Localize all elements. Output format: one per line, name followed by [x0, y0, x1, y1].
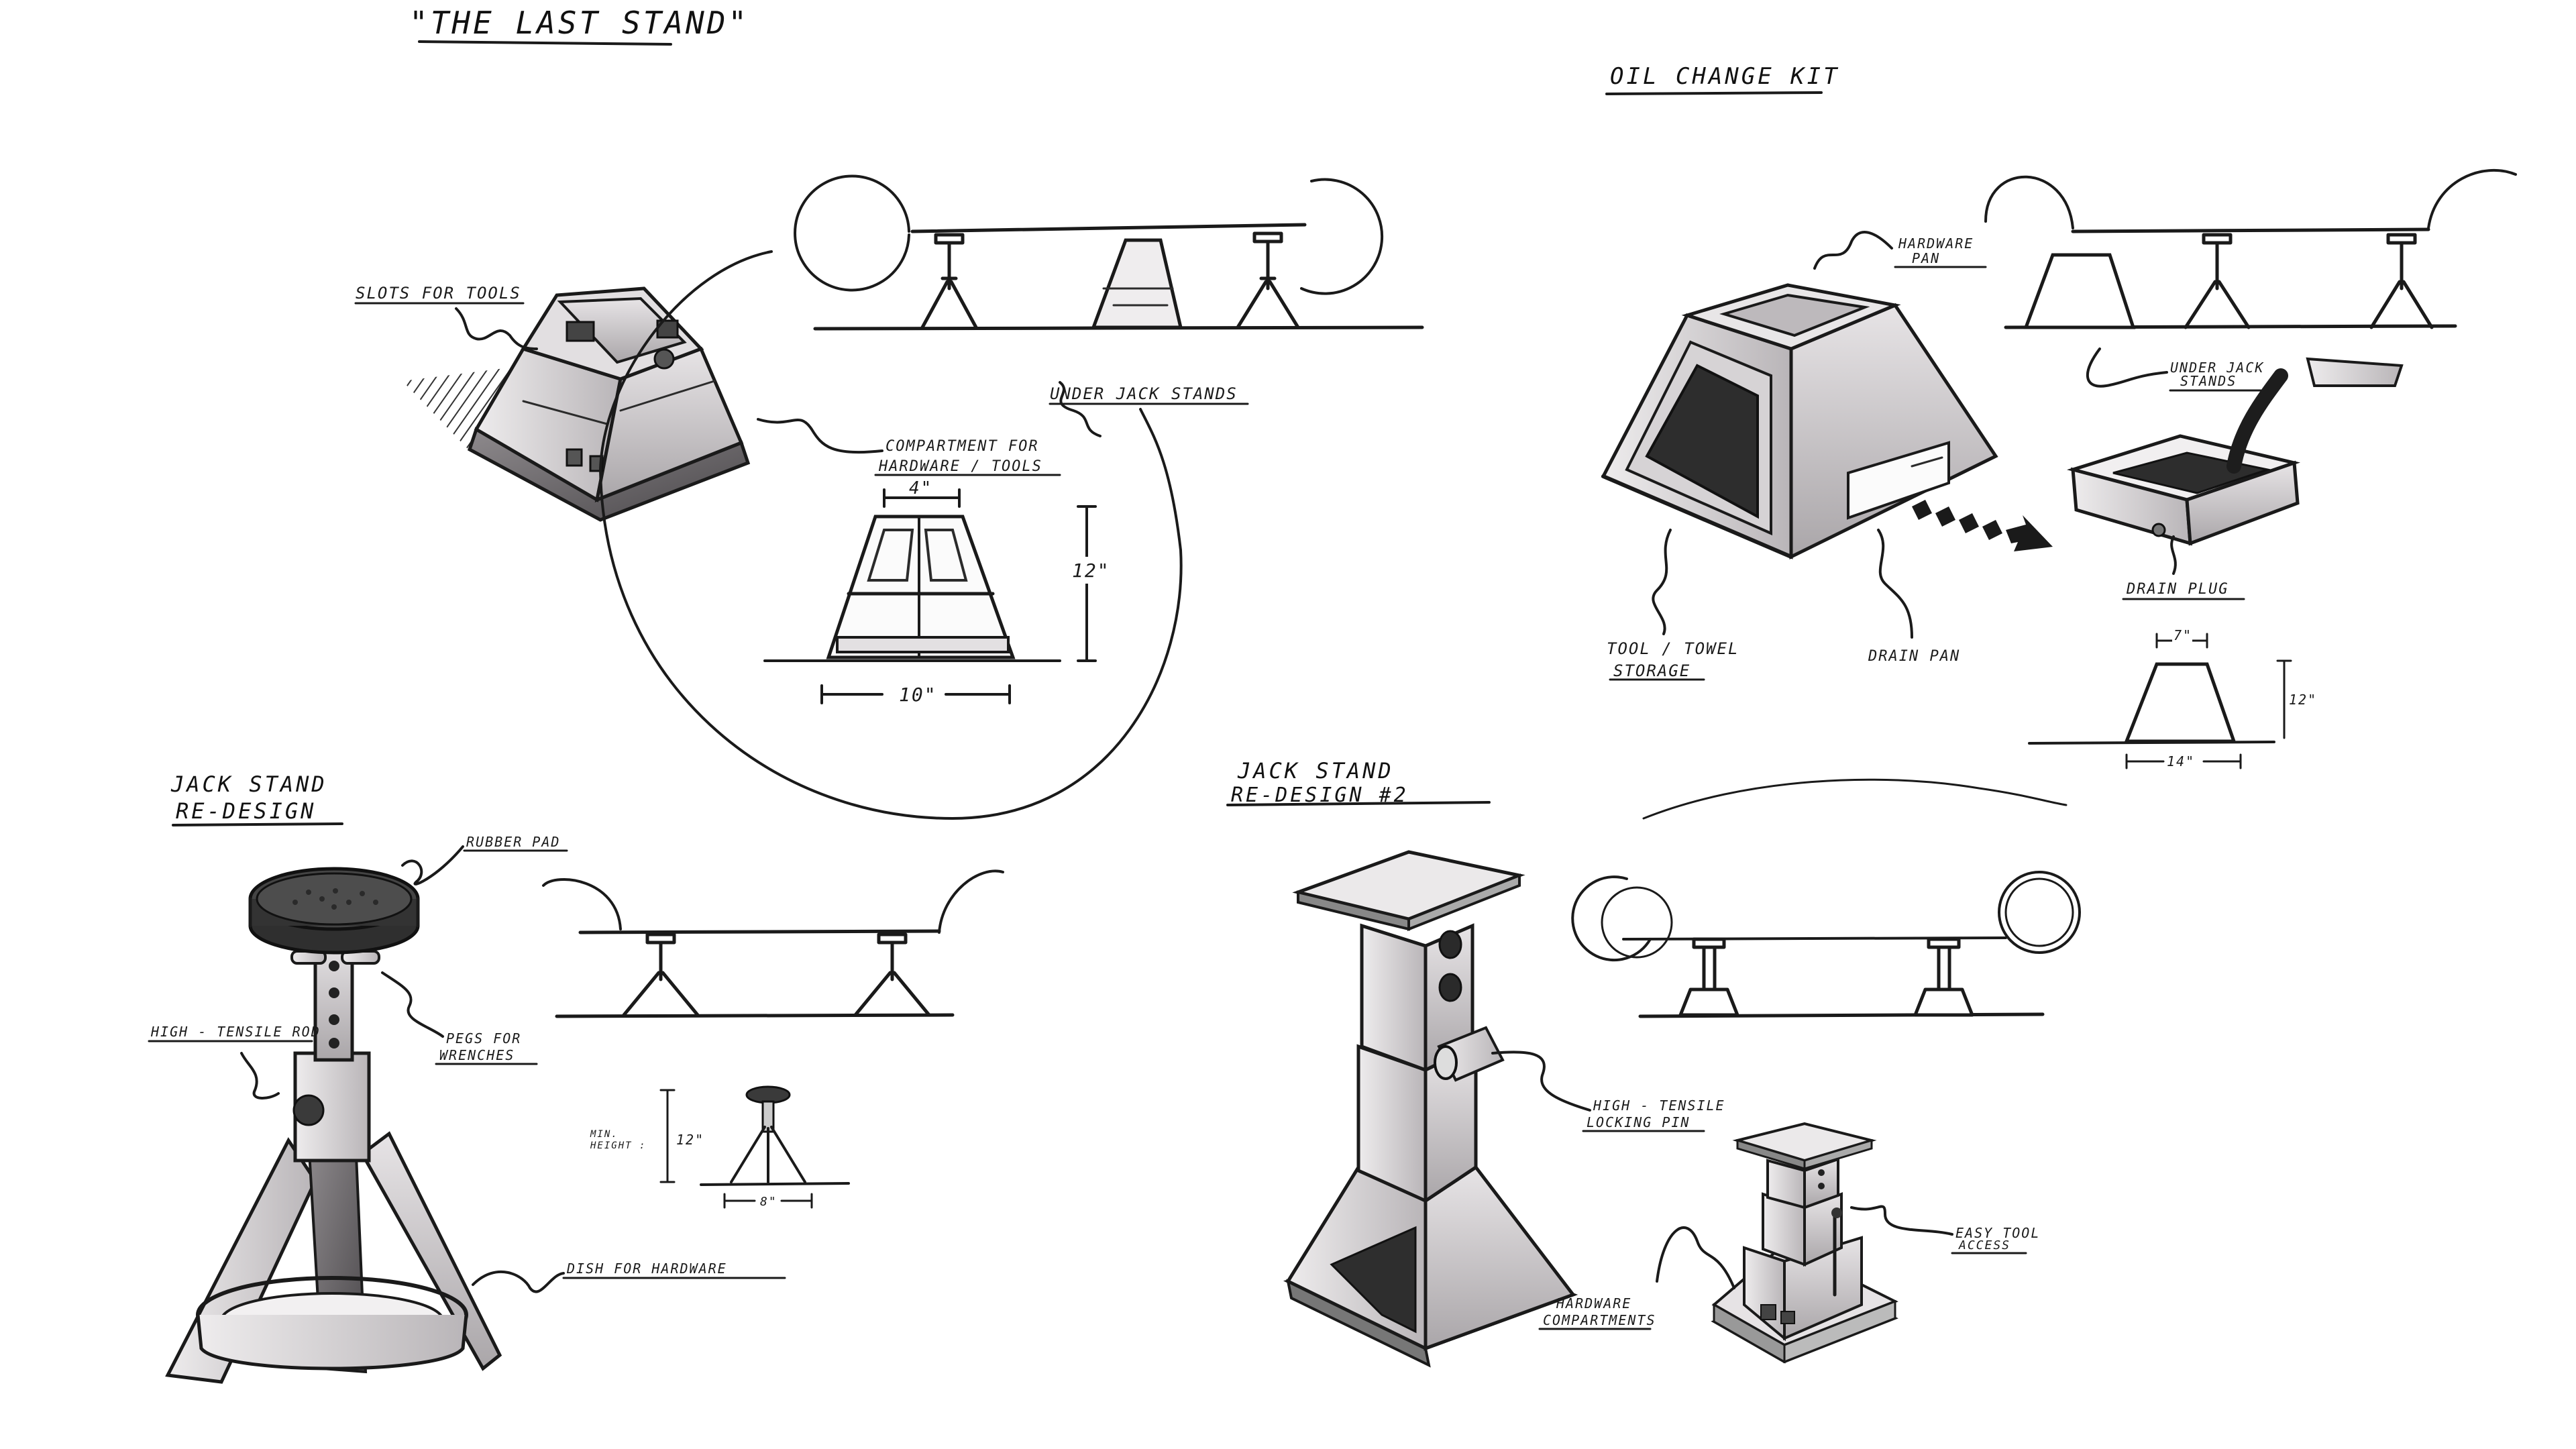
label-drain-plug: DRAIN PLUG: [2126, 581, 2229, 598]
dim-oil-height: 12": [2289, 692, 2317, 708]
dim-last-stand-bottom: 10": [899, 684, 937, 706]
drain-pan-render: [2066, 357, 2404, 546]
jack-stand-2-small-render: [1711, 1122, 1898, 1364]
last-stand-annotations: SLOTS FOR TOOLS UNDER JACK STANDS COMPAR…: [354, 284, 1249, 476]
jack1-title-line2: RE-DESIGN: [176, 798, 316, 824]
label-drain-pan: DRAIN PAN: [1868, 648, 1960, 665]
label-pegs-line1: PEGS FOR: [446, 1030, 521, 1046]
label-locking-pin-line1: HIGH - TENSILE: [1593, 1097, 1725, 1114]
jack-stand-1-dimension-view: 12" MIN. HEIGHT : 8": [590, 1085, 850, 1209]
jack-redesign-title: JACK STAND RE-DESIGN: [170, 771, 343, 826]
label-hw-comp-line1: HARDWARE: [1556, 1295, 1631, 1311]
dim-last-stand-height: 12": [1072, 559, 1110, 582]
dim-oil-top: 7": [2174, 627, 2192, 643]
jack-stand-1-car-view: [542, 869, 1004, 1018]
label-min-height-line2: HEIGHT :: [590, 1140, 646, 1151]
label-tool-towel-line1: TOOL / TOWEL: [1607, 639, 1739, 658]
oil-kit-title: OIL CHANGE KIT: [1605, 63, 1840, 95]
oil-kit-3d-render: [1601, 283, 2053, 560]
oil-kit-annotations: HARDWARE PAN UNDER JACK STANDS TOOL / TO…: [1607, 231, 2264, 681]
label-high-tensile-rod: HIGH - TENSILE ROD: [150, 1024, 321, 1040]
dim-oil-bottom: 14": [2167, 753, 2195, 769]
jack-stand-2-car-view: [1571, 778, 2081, 1018]
label-rubber-pad: RUBBER PAD: [466, 834, 560, 850]
jack-stand-1-render: [165, 867, 502, 1384]
jack-stand-1-annotations: RUBBER PAD HIGH - TENSILE ROD PEGS FOR W…: [148, 834, 786, 1293]
dim-last-stand-top: 4": [909, 478, 932, 498]
jack-stand-2-annotations: HIGH - TENSILE LOCKING PIN EASY TOOL ACC…: [1491, 1051, 2040, 1330]
last-stand-orthographic: 4" 12" 10": [763, 478, 1110, 706]
main-title-text: "THE LAST STAND": [409, 5, 749, 41]
jack-stand-2-render: [1283, 850, 1578, 1368]
dim-jack-base: 8": [760, 1195, 777, 1209]
last-stand-car-view: [794, 174, 1424, 331]
jack-redesign-2-title: JACK STAND RE-DESIGN #2: [1226, 758, 1491, 807]
label-hardware-pan-line1: HARDWARE: [1898, 235, 1974, 252]
label-easy-tool-line1: EASY TOOL: [1955, 1225, 2040, 1241]
label-under-jack-stands-1: UNDER JACK STANDS: [1050, 384, 1238, 403]
label-locking-pin-line2: LOCKING PIN: [1587, 1114, 1690, 1130]
label-under-jack-2-line1: UNDER JACK: [2170, 360, 2264, 376]
label-hw-comp-line2: COMPARTMENTS: [1543, 1312, 1656, 1328]
label-dish-for-hardware: DISH FOR HARDWARE: [566, 1260, 727, 1277]
oil-kit-car-view: [1984, 168, 2517, 329]
label-min-height-line1: MIN.: [590, 1129, 619, 1140]
jack2-title-line1: JACK STAND: [1237, 758, 1394, 784]
drawer-pull-arrow: [1912, 500, 2053, 551]
label-under-jack-2-line2: STANDS: [2180, 373, 2237, 389]
main-title: "THE LAST STAND": [409, 5, 749, 46]
label-pegs-line2: WRENCHES: [439, 1047, 515, 1063]
last-stand-3d-render: [402, 286, 751, 522]
oil-kit-orthographic: 7" 12" 14": [2028, 627, 2317, 769]
jack1-title-line1: JACK STAND: [170, 771, 327, 797]
dim-jack-min-height: 12": [676, 1132, 704, 1148]
label-hardware-pan-line2: PAN: [1912, 250, 1940, 266]
label-easy-tool-line2: ACCESS: [1958, 1238, 2010, 1252]
label-tool-towel-line2: STORAGE: [1613, 661, 1690, 680]
label-slots-for-tools: SLOTS FOR TOOLS: [356, 284, 521, 303]
oil-kit-title-text: OIL CHANGE KIT: [1610, 63, 1840, 90]
label-compartment-line2: HARDWARE / TOOLS: [878, 458, 1042, 475]
last-stand-callout-circle: [599, 250, 1183, 820]
label-compartment-line1: COMPARTMENT FOR: [885, 438, 1039, 455]
